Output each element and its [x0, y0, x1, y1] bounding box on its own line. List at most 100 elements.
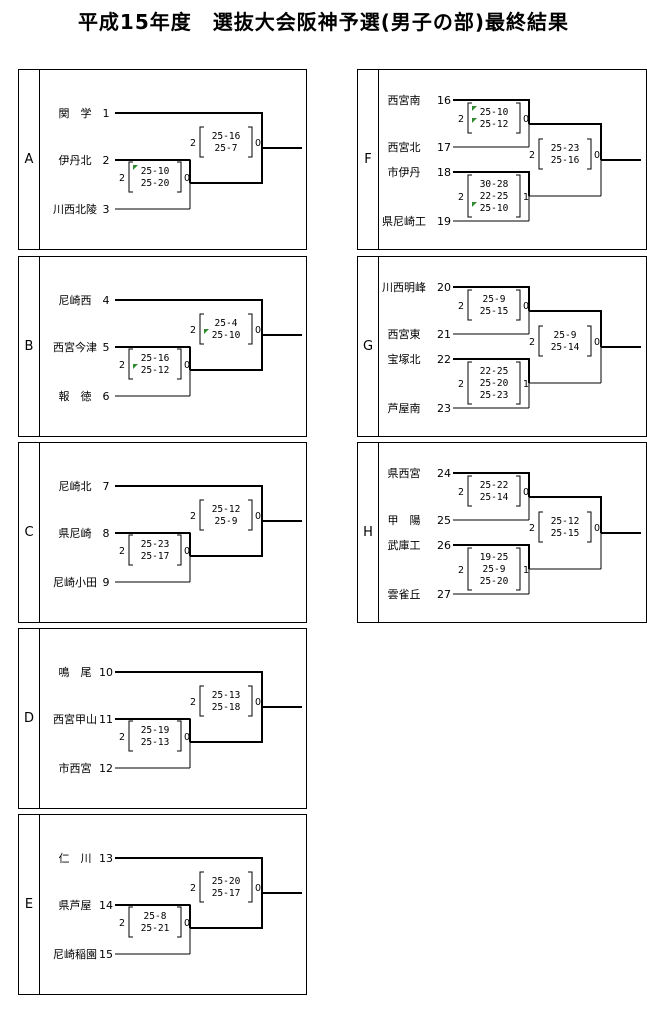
- team-name: 県尼崎工: [382, 214, 426, 228]
- block-label: F: [358, 70, 379, 249]
- team-name: 西宮北: [388, 140, 421, 154]
- team-seed: 9: [103, 576, 110, 589]
- team-name: 県西宮: [388, 466, 421, 480]
- set-score: 25-23: [141, 539, 170, 550]
- score-bracket-right: [177, 534, 182, 566]
- sets-won-left: 2: [529, 150, 535, 161]
- sets-won-left: 2: [119, 918, 125, 929]
- comment-marker-icon: [472, 118, 477, 123]
- set-score: 25-14: [480, 492, 509, 503]
- block-label: B: [19, 257, 40, 436]
- sets-won-left: 2: [119, 173, 125, 184]
- set-score: 25-22: [480, 480, 509, 491]
- score-bracket-left: [467, 289, 472, 321]
- sets-won-left: 2: [458, 301, 464, 312]
- score-bracket-left: [128, 720, 133, 752]
- team-name: 尼崎西: [59, 293, 92, 307]
- sets-won-left: 2: [458, 192, 464, 203]
- team-name: 報 徳: [59, 390, 92, 403]
- set-score: 25-20: [480, 576, 509, 587]
- team-seed: 21: [437, 328, 451, 341]
- score-bracket-right: [248, 126, 253, 158]
- set-score: 22-25: [480, 366, 509, 377]
- score-bracket-right: [177, 720, 182, 752]
- team-name: 鳴 尾: [59, 665, 92, 679]
- team-seed: 26: [437, 539, 451, 552]
- sets-won-right: 0: [255, 138, 261, 149]
- block-label: H: [358, 443, 379, 622]
- score-bracket-right: [516, 361, 521, 405]
- score-bracket-right: [516, 547, 521, 591]
- set-score: 25-9: [215, 516, 238, 527]
- score-bracket-left: [128, 906, 133, 938]
- block-label: E: [19, 815, 40, 994]
- score-bracket-right: [248, 685, 253, 717]
- team-seed: 23: [437, 402, 451, 415]
- score-bracket-left: [128, 161, 133, 193]
- sets-won-left: 2: [119, 732, 125, 743]
- team-seed: 8: [103, 527, 110, 540]
- set-score: 25-13: [212, 690, 241, 701]
- set-score: 25-13: [141, 737, 170, 748]
- team-seed: 11: [99, 713, 113, 726]
- set-score: 25-14: [551, 342, 580, 353]
- team-seed: 16: [437, 94, 451, 107]
- score-bracket-right: [516, 102, 521, 134]
- sets-won-left: 2: [190, 325, 196, 336]
- team-name: 宝塚北: [388, 352, 421, 366]
- set-score: 25-7: [215, 143, 238, 154]
- set-score: 19-25: [480, 552, 509, 563]
- score-bracket-left: [467, 361, 472, 405]
- team-seed: 25: [437, 514, 451, 527]
- team-name: 尼崎北: [59, 479, 92, 493]
- team-seed: 10: [99, 666, 113, 679]
- team-name: 市伊丹: [388, 165, 421, 179]
- score-bracket-left: [199, 126, 204, 158]
- set-score: 25-17: [212, 888, 241, 899]
- score-bracket-right: [248, 313, 253, 345]
- page-title: 平成15年度 選抜大会阪神予選(男子の部)最終結果: [77, 10, 570, 34]
- sets-won-left: 2: [458, 487, 464, 498]
- score-bracket-right: [248, 871, 253, 903]
- comment-marker-icon: [472, 202, 477, 207]
- team-seed: 19: [437, 215, 451, 228]
- comment-marker-icon: [472, 106, 477, 111]
- team-name: 仁 川: [59, 852, 92, 865]
- sets-won-right: 0: [523, 114, 529, 125]
- set-score: 25-10: [212, 330, 241, 341]
- sets-won-right: 0: [184, 360, 190, 371]
- score-bracket-right: [516, 174, 521, 218]
- team-seed: 18: [437, 166, 451, 179]
- score-bracket-left: [538, 511, 543, 543]
- team-seed: 22: [437, 353, 451, 366]
- team-seed: 13: [99, 852, 113, 865]
- score-bracket-left: [128, 534, 133, 566]
- set-score: 25-20: [212, 876, 241, 887]
- score-bracket-right: [587, 511, 592, 543]
- block-label: C: [19, 443, 40, 622]
- team-seed: 1: [103, 107, 110, 120]
- sets-won-right: 1: [523, 192, 529, 203]
- team-seed: 7: [103, 480, 110, 493]
- comment-marker-icon: [133, 165, 138, 170]
- score-bracket-left: [467, 547, 472, 591]
- set-score: 25-12: [480, 119, 509, 130]
- comment-marker-icon: [133, 364, 138, 369]
- team-seed: 5: [103, 341, 110, 354]
- score-bracket-left: [199, 499, 204, 531]
- team-seed: 3: [103, 203, 110, 216]
- sets-won-left: 2: [119, 546, 125, 557]
- set-score: 25-15: [551, 528, 580, 539]
- sets-won-left: 2: [190, 883, 196, 894]
- team-name: 県芦屋: [59, 899, 92, 912]
- team-seed: 6: [103, 390, 110, 403]
